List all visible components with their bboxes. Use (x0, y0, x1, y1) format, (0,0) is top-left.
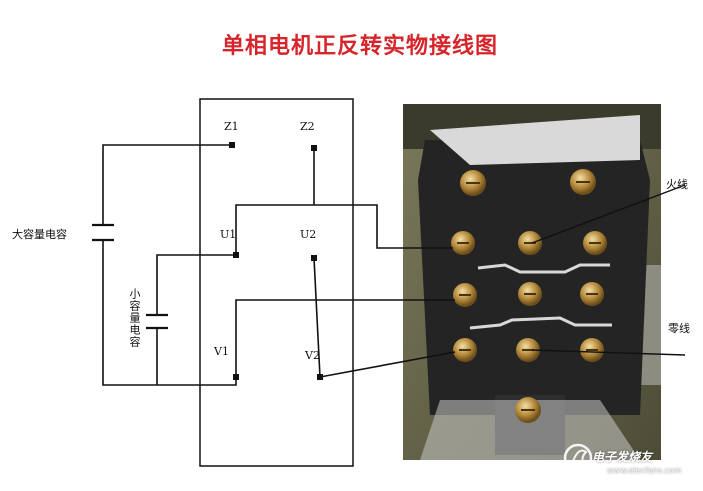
terminal-z1-label: Z1 (224, 120, 239, 133)
switch-body (418, 140, 650, 415)
large-capacitor (92, 223, 114, 242)
watermark-logo (563, 443, 593, 473)
live-wire-label: 火线 (666, 178, 688, 191)
neutral-wire-label: 零线 (668, 322, 690, 335)
page-title: 单相电机正反转实物接线图 (221, 34, 498, 59)
terminal-u2-label: U2 (300, 228, 317, 241)
switch-photo (403, 104, 661, 460)
terminal-dots (229, 142, 323, 380)
switch-cover (430, 115, 640, 165)
terminal-v1-label: V1 (214, 345, 229, 358)
small-capacitor (146, 313, 168, 330)
terminal-v2-label: V2 (305, 349, 320, 362)
terminal-u1-label: U1 (220, 228, 237, 241)
large-capacitor-label: 大容量电容 (12, 228, 67, 241)
watermark-text: 电子发烧友 (592, 450, 653, 464)
wires (102, 144, 456, 386)
small-capacitor-label: 小容量电容 (128, 288, 141, 348)
terminal-z2-label: Z2 (300, 120, 315, 133)
leader-lines (531, 184, 686, 356)
motor-box (199, 98, 354, 467)
watermark-url: www.elecfans.com (607, 466, 682, 475)
